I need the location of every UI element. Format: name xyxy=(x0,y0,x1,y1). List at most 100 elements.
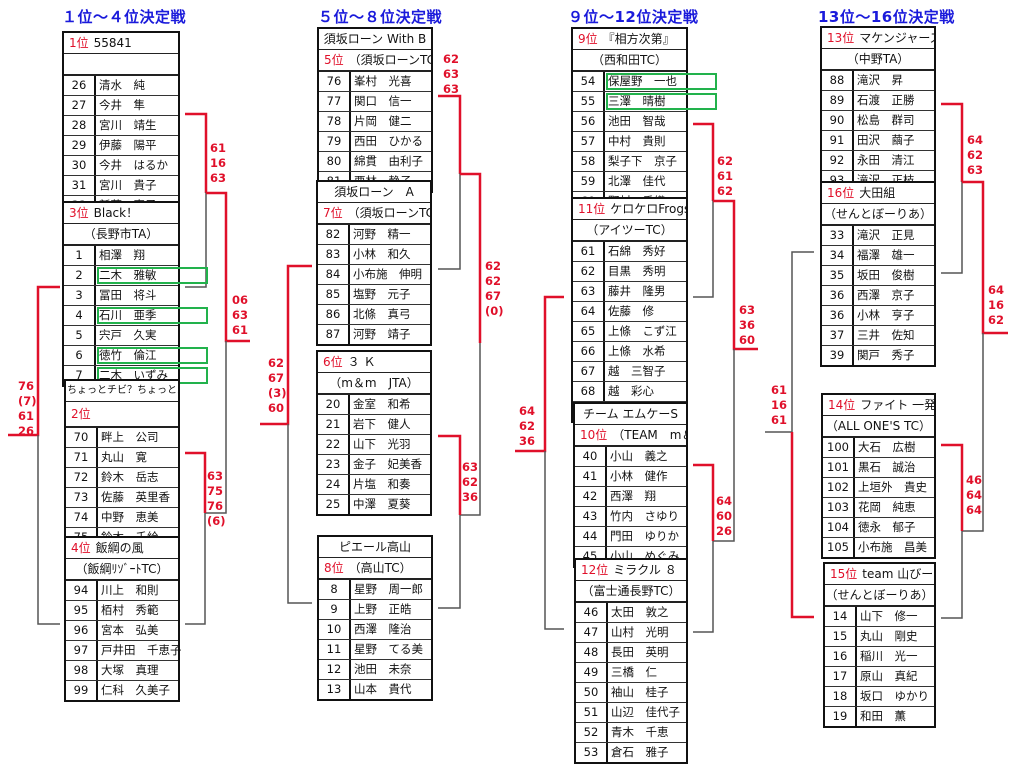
player-name: 徳竹 倫江 xyxy=(96,346,208,365)
player-name: 上條 水希 xyxy=(608,344,666,358)
player-name: 栢村 秀範 xyxy=(101,603,159,617)
bracket-line xyxy=(765,251,814,433)
player-name: 峯村 光喜 xyxy=(354,74,412,88)
player-number: 71 xyxy=(66,448,98,467)
bracket-line xyxy=(693,122,715,201)
bracket-line xyxy=(941,531,963,619)
team-name: ちょっとチビ？ちょっとハゲ？ xyxy=(66,381,178,402)
player-name: 中野 恵美 xyxy=(101,510,159,524)
player-name: 伊藤 陽平 xyxy=(99,138,157,152)
team-name: 飯綱の風 xyxy=(95,541,144,555)
bracket-line xyxy=(941,181,983,274)
player-number: 36 xyxy=(822,306,854,325)
bracket-line xyxy=(438,434,462,515)
player-name: 竹内 さゆり xyxy=(610,509,679,523)
rank-label: 14位 xyxy=(828,398,856,412)
player-number: 85 xyxy=(318,285,350,304)
player-name: 小布施 昌美 xyxy=(858,540,927,554)
rank-label: 15位 xyxy=(830,567,858,581)
player-number: 94 xyxy=(66,581,98,600)
player-name: 冨田 将斗 xyxy=(99,288,157,302)
player-number: 57 xyxy=(573,132,605,151)
team-rank-row: 8位（高山TC） xyxy=(319,558,431,579)
player-number: 40 xyxy=(575,447,607,466)
team-name: チーム エムケーS xyxy=(575,404,686,425)
player-name: 片塩 和奏 xyxy=(353,477,411,491)
bracket-line xyxy=(185,112,208,193)
player-number: 49 xyxy=(576,663,608,682)
bracket-line xyxy=(185,513,206,625)
team-name: 須坂ローン With B xyxy=(319,29,431,50)
player-number: 62 xyxy=(573,262,605,281)
player-number: 6 xyxy=(64,346,96,365)
player-number: 78 xyxy=(319,112,351,131)
player-number: 58 xyxy=(573,152,605,171)
team-name: ミラクル ８ xyxy=(613,563,677,577)
player-number: 79 xyxy=(319,132,351,151)
player-number: 104 xyxy=(823,518,855,537)
player-number: 105 xyxy=(823,538,855,557)
player-name: 佐藤 修 xyxy=(608,304,654,318)
player-name: 綿貫 由利子 xyxy=(354,154,423,168)
player-name: 和田 薫 xyxy=(860,709,906,723)
player-name: 滝沢 正見 xyxy=(857,228,915,242)
player-number: 47 xyxy=(576,623,608,642)
player-name: 中村 貴則 xyxy=(608,134,666,148)
team-rank-row: 12位ミラクル ８ xyxy=(576,560,686,581)
player-name: 稲川 光一 xyxy=(860,649,918,663)
player-name: 星野 てる美 xyxy=(354,642,423,656)
player-number: 51 xyxy=(576,703,608,722)
team-rank-row: 10位（TEAM m＆m） xyxy=(575,425,686,446)
player-name: 北條 真弓 xyxy=(353,307,411,321)
player-number: 30 xyxy=(64,156,96,175)
player-number: 34 xyxy=(822,246,854,265)
bracket-line xyxy=(693,463,715,541)
team-club: （ALL ONE'S TC） xyxy=(823,416,934,437)
player-name: 滝沢 昇 xyxy=(857,73,903,87)
player-number: 28 xyxy=(64,116,96,135)
player-name: 三井 佐知 xyxy=(857,328,915,342)
rank-label: 7位 xyxy=(323,206,343,220)
player-number: 66 xyxy=(573,342,605,361)
team-name: 須坂ローン A xyxy=(318,182,430,203)
player-number: 48 xyxy=(576,643,608,662)
player-number: 15 xyxy=(825,627,857,646)
player-name: 青木 千恵 xyxy=(611,725,669,739)
player-name: 戸井田 千恵子 xyxy=(101,643,182,657)
player-number: 25 xyxy=(318,495,350,514)
player-number: 65 xyxy=(573,322,605,341)
player-name: 山本 貴代 xyxy=(354,682,412,696)
player-number: 27 xyxy=(64,96,96,115)
bracket-line xyxy=(438,94,462,174)
team-rank-row: 2位 xyxy=(66,402,178,427)
player-name: 越 三智子 xyxy=(608,364,666,378)
player-number: 21 xyxy=(318,415,350,434)
section-title-9-12: ９位～12位決定戦 xyxy=(568,8,699,26)
